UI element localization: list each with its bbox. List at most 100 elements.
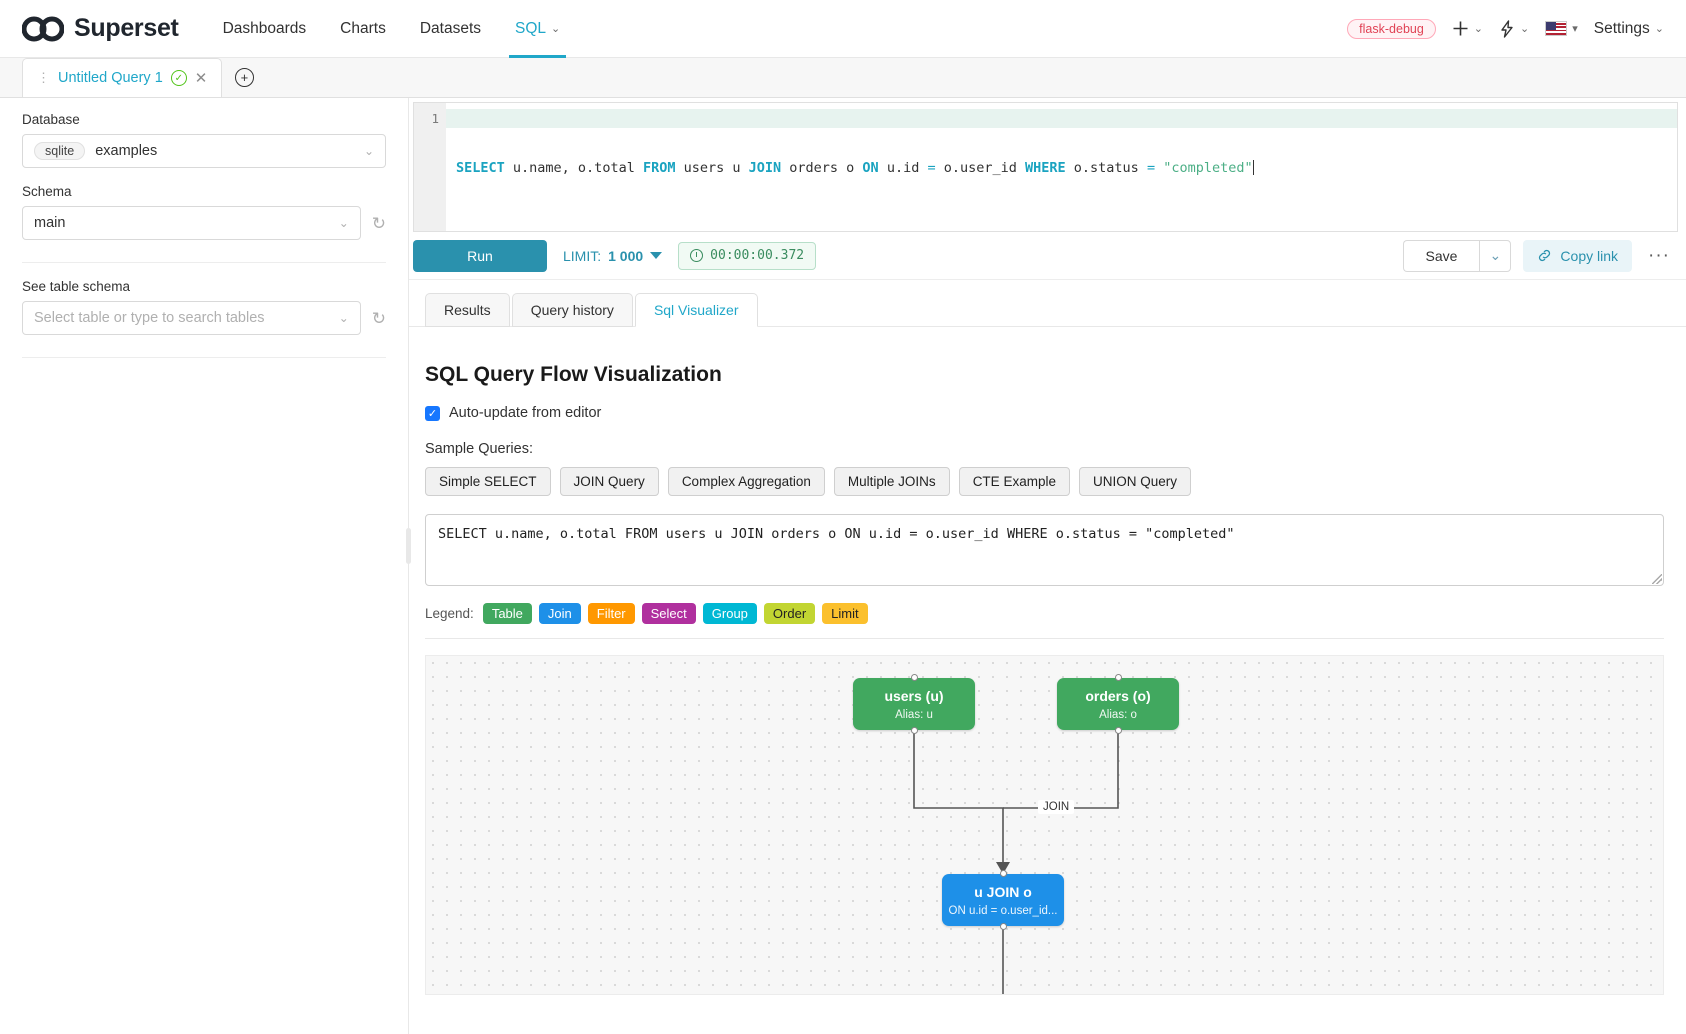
table-schema-label: See table schema <box>22 279 131 294</box>
legend-divider <box>425 638 1664 639</box>
table-row: Select table or type to search tables ⌄ … <box>22 301 386 335</box>
node-subtitle: Alias: o <box>1099 708 1137 721</box>
legend-chip-limit: Limit <box>822 603 868 624</box>
save-button[interactable]: Save <box>1402 239 1480 272</box>
sample-button-multiple-joins[interactable]: Multiple JOINs <box>833 467 950 496</box>
toolbar-right: Save ⌄ Copy link ··· <box>1402 239 1675 272</box>
port-bottom <box>910 727 918 734</box>
node-subtitle: Alias: u <box>895 708 933 721</box>
editor-code[interactable]: SELECT u.name, o.total FROM users u JOIN… <box>446 103 1677 231</box>
limit-dropdown[interactable]: LIMIT: 1 000 <box>563 247 663 264</box>
legend-chip-filter: Filter <box>587 603 635 624</box>
schema-value: main <box>34 215 66 231</box>
editor-toolbar: Run LIMIT: 1 000 00:00:00.372 Save ⌄ <box>409 232 1686 280</box>
database-select[interactable]: sqlite examples ⌄ <box>22 134 386 168</box>
legend: Legend: Table Join Filter Select Group O… <box>425 603 1664 624</box>
clock-icon <box>690 249 704 262</box>
chevron-down-icon: ⌄ <box>1520 23 1530 35</box>
port-top <box>910 674 918 681</box>
settings-menu[interactable]: Settings ⌄ <box>1594 20 1664 38</box>
legend-chip-select: Select <box>641 603 696 624</box>
legend-label: Legend: <box>425 606 474 621</box>
tab-query-history[interactable]: Query history <box>511 293 633 327</box>
alerts-button[interactable]: ⌄ <box>1499 19 1530 38</box>
refresh-tables-icon[interactable]: ↻ <box>371 308 386 328</box>
schema-row: main ⌄ ↻ <box>22 206 386 240</box>
text-caret <box>1252 160 1254 175</box>
sql-editor[interactable]: 1 SELECT u.name, o.total FROM users u JO… <box>413 102 1678 232</box>
lightning-icon <box>1501 19 1513 38</box>
caret-down-icon <box>650 252 663 259</box>
left-sidebar: Database sqlite examples ⌄ Schema main ⌄… <box>0 98 411 1034</box>
node-subtitle: ON u.id = o.user_id... <box>948 904 1058 917</box>
more-options-button[interactable]: ··· <box>1648 244 1670 266</box>
query-tab-label: Untitled Query 1 <box>58 70 163 86</box>
node-title: u JOIN o <box>974 883 1032 900</box>
port-bottom <box>1114 727 1122 734</box>
refresh-schema-icon[interactable]: ↻ <box>371 213 386 233</box>
editor-line-1: SELECT u.name, o.total FROM users u JOIN… <box>456 160 1254 176</box>
drag-handle-icon[interactable]: ⋮ <box>37 70 50 85</box>
flow-node-join[interactable]: u JOIN o ON u.id = o.user_id... <box>942 870 1064 930</box>
chevron-down-icon: ⌄ <box>338 216 349 230</box>
query-timer: 00:00:00.372 <box>678 241 817 270</box>
nav-link-label: SQL <box>515 19 547 37</box>
flask-debug-badge: flask-debug <box>1347 18 1436 39</box>
copy-link-button[interactable]: Copy link <box>1523 239 1633 272</box>
chevron-down-icon: ⌄ <box>1654 23 1664 35</box>
nav-link-dashboards[interactable]: Dashboards <box>223 0 307 58</box>
nav-link-charts[interactable]: Charts <box>340 0 386 58</box>
sample-button-cte-example[interactable]: CTE Example <box>958 467 1070 496</box>
editor-content: 1 SELECT u.name, o.total FROM users u JO… <box>409 98 1686 1034</box>
auto-update-checkbox[interactable]: ✓ <box>425 405 440 421</box>
limit-value: 1 000 <box>608 247 644 264</box>
sample-queries-row: Simple SELECT JOIN Query Complex Aggrega… <box>425 467 1664 496</box>
nav-link-datasets[interactable]: Datasets <box>420 0 481 58</box>
close-icon[interactable]: ✕ <box>194 70 208 87</box>
nav-link-label: Datasets <box>419 19 481 37</box>
limit-prefix: LIMIT: <box>563 247 602 264</box>
chevron-down-icon: ⌄ <box>551 23 561 35</box>
page-title: SQL Query Flow Visualization <box>425 363 722 386</box>
tab-results[interactable]: Results <box>425 293 510 327</box>
timer-value: 00:00:00.372 <box>710 248 805 263</box>
top-navbar: Superset Dashboards Charts Datasets SQL … <box>0 0 1686 58</box>
sample-button-join-query[interactable]: JOIN Query <box>559 467 659 496</box>
port-top <box>1114 674 1122 681</box>
edge-label-join: JOIN <box>1038 800 1075 814</box>
nav-links: Dashboards Charts Datasets SQL ⌄ <box>223 0 567 58</box>
save-dropdown-button[interactable]: ⌄ <box>1479 239 1512 272</box>
new-item-button[interactable]: ⌄ <box>1452 20 1483 37</box>
superset-logo[interactable]: Superset <box>22 14 179 43</box>
sample-button-simple-select[interactable]: Simple SELECT <box>425 467 551 496</box>
language-picker[interactable]: ▾ <box>1545 21 1578 36</box>
port-top <box>999 870 1007 877</box>
link-icon <box>1539 249 1551 262</box>
sample-button-union-query[interactable]: UNION Query <box>1078 467 1191 496</box>
table-placeholder: Select table or type to search tables <box>34 310 265 326</box>
sidebar-resize-handle[interactable] <box>406 528 411 564</box>
plus-icon <box>1453 21 1468 36</box>
flow-node-orders[interactable]: orders (o) Alias: o <box>1057 674 1179 734</box>
schema-select[interactable]: main ⌄ <box>22 206 361 240</box>
flow-edges <box>913 730 1119 994</box>
legend-chip-table: Table <box>482 603 532 624</box>
check-circle-icon: ✓ <box>170 70 187 86</box>
superset-infinity-icon <box>22 16 64 41</box>
chevron-down-icon: ⌄ <box>1489 247 1502 263</box>
query-textarea[interactable]: SELECT u.name, o.total FROM users u JOIN… <box>425 514 1664 586</box>
table-select[interactable]: Select table or type to search tables ⌄ <box>22 301 361 335</box>
flow-node-users[interactable]: users (u) Alias: u <box>853 674 975 734</box>
tab-sql-visualizer[interactable]: Sql Visualizer <box>634 293 758 327</box>
sample-queries-label: Sample Queries: <box>425 441 533 457</box>
sample-button-complex-aggregation[interactable]: Complex Aggregation <box>667 467 825 496</box>
chevron-down-icon: ⌄ <box>363 144 374 158</box>
sql-visualizer-panel: SQL Query Flow Visualization ✓ Auto-upda… <box>409 327 1686 995</box>
run-button[interactable]: Run <box>413 239 547 272</box>
textarea-resize-grip[interactable] <box>1652 574 1662 584</box>
query-tab-untitled-query-1[interactable]: ⋮ Untitled Query 1 ✓ ✕ <box>22 58 223 97</box>
nav-link-sql[interactable]: SQL ⌄ <box>508 0 567 58</box>
add-query-tab-button[interactable]: + <box>222 58 266 97</box>
flow-canvas[interactable]: JOIN users (u) Alias: u orders (o) Alias… <box>425 655 1664 995</box>
save-group: Save ⌄ <box>1402 239 1512 272</box>
